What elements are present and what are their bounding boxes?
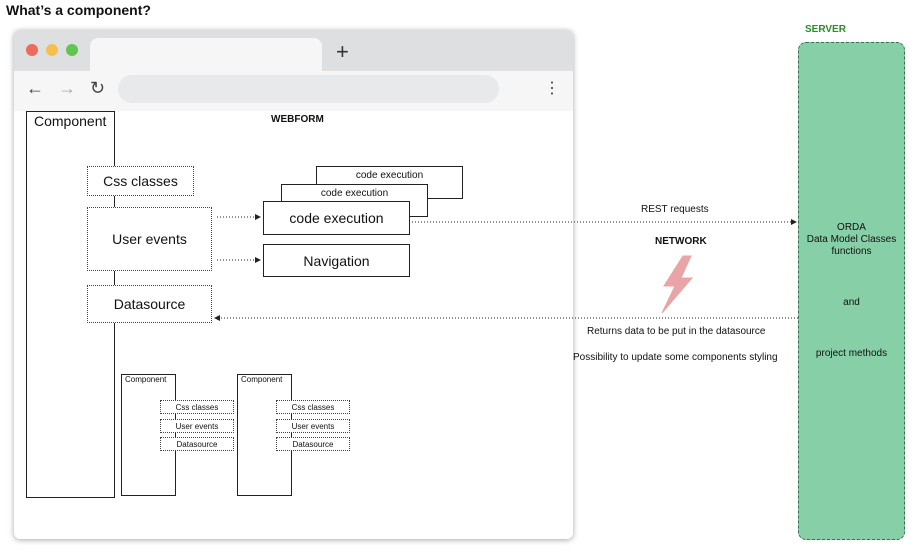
navigation-box: Navigation xyxy=(263,244,410,277)
sub-component-1-user-events: User events xyxy=(160,419,234,433)
user-events-box: User events xyxy=(87,207,212,271)
sub-component-1-datasource: Datasource xyxy=(160,437,234,451)
datasource-box: Datasource xyxy=(87,285,212,323)
sub-component-2-container xyxy=(237,374,292,496)
main-component-label: Component xyxy=(34,113,107,129)
browser-tab[interactable] xyxy=(90,38,322,71)
sub-component-2-label: Component xyxy=(241,375,283,384)
page-title: What’s a component? xyxy=(6,2,151,18)
returns-data-label: Returns data to be put in the datasource xyxy=(587,326,766,337)
reload-icon[interactable]: ↻ xyxy=(90,78,106,98)
maximize-window-icon[interactable] xyxy=(66,44,78,56)
sub-component-1-css-classes: Css classes xyxy=(160,400,234,414)
server-data-model-label: Data Model Classes xyxy=(806,234,897,245)
browser-toolbar: ← → ↻ ⋮ xyxy=(14,71,573,111)
server-functions-label: functions xyxy=(831,246,872,257)
webform-label: WEBFORM xyxy=(271,114,324,125)
server-label: SERVER xyxy=(805,24,846,35)
close-window-icon[interactable] xyxy=(26,44,38,56)
server-project-methods-label: project methods xyxy=(815,348,888,359)
sub-component-2-user-events: User events xyxy=(276,419,350,433)
back-arrow-icon[interactable]: ← xyxy=(26,78,44,98)
server-orda-label: ORDA xyxy=(837,222,866,233)
network-label: NETWORK xyxy=(655,236,707,247)
sub-component-2-datasource: Datasource xyxy=(276,437,350,451)
minimize-window-icon[interactable] xyxy=(46,44,58,56)
rest-requests-label: REST requests xyxy=(641,204,709,215)
address-bar[interactable] xyxy=(118,75,499,103)
sub-component-1-label: Component xyxy=(125,375,167,384)
server-and-label: and xyxy=(843,297,860,308)
forward-arrow-icon[interactable]: → xyxy=(58,78,76,98)
network-lightning-icon xyxy=(661,255,694,314)
update-styling-label: Possibility to update some components st… xyxy=(573,352,778,363)
sub-component-2-css-classes: Css classes xyxy=(276,400,350,414)
tab-bar: + xyxy=(14,30,573,71)
css-classes-box: Css classes xyxy=(87,166,194,196)
sub-component-1-container xyxy=(121,374,176,496)
code-execution-box: code execution xyxy=(263,201,410,235)
server-box xyxy=(798,42,905,540)
menu-kebab-icon[interactable]: ⋮ xyxy=(544,80,560,97)
new-tab-icon[interactable]: + xyxy=(336,39,349,64)
